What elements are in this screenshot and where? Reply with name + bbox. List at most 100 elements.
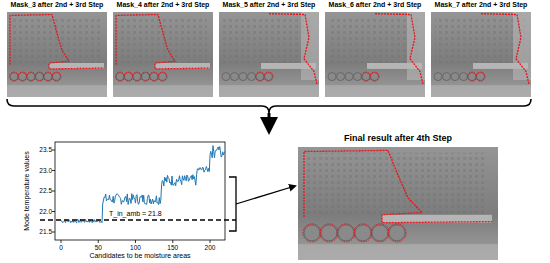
- line-chart: [40, 142, 236, 243]
- pipe-ring: [434, 73, 442, 81]
- thermal-image: [113, 12, 213, 97]
- axis-tick-label: 50: [95, 244, 102, 251]
- panel-texture: [306, 153, 486, 215]
- floor-band: [431, 85, 531, 97]
- y-tick: [52, 232, 55, 233]
- thermal-panel: Mask_7 after 2nd + 3rd Step: [431, 1, 531, 97]
- thermal-images: [7, 12, 531, 260]
- plot-frame: [55, 142, 225, 240]
- axis-tick-label: 23.5: [39, 146, 52, 153]
- pipe-ring: [125, 73, 133, 81]
- pipe-ring: [256, 73, 264, 81]
- thermal-panel: Mask_5 after 2nd + 3rd Step: [219, 1, 319, 97]
- x-tick: [210, 240, 211, 243]
- thermal-panel: Mask_3 after 2nd + 3rd Step: [7, 1, 107, 97]
- thermal-ground: [431, 12, 531, 97]
- pipe-ring: [371, 73, 379, 81]
- floor-band: [219, 85, 319, 97]
- pipe-ring: [362, 73, 370, 81]
- panel-title: Final result after 4th Step: [344, 133, 452, 143]
- y-tick: [52, 191, 55, 192]
- axis-tick-label: 22.0: [39, 208, 52, 215]
- moisture-contour: [10, 72, 19, 81]
- y-tick: [52, 170, 55, 171]
- thermal-ground: [325, 12, 425, 97]
- moisture-contour: [303, 224, 321, 242]
- axis-tick-label: 21.5: [39, 228, 52, 235]
- axis-tick-label: 200: [205, 244, 216, 251]
- panel-title: Mask_3 after 2nd + 3rd Step: [11, 1, 104, 9]
- thermal-image: [298, 147, 498, 260]
- moisture-contour: [52, 72, 61, 81]
- moisture-contour: [124, 72, 133, 81]
- threshold-bracket: [229, 177, 236, 231]
- thermal-ground: [113, 12, 213, 97]
- thermal-image: [219, 12, 319, 97]
- moisture-contour: [468, 72, 477, 81]
- thermal-panel: Final result after 4th Step: [298, 133, 498, 260]
- thermal-panel: Mask_4 after 2nd + 3rd Step: [113, 1, 213, 97]
- pipe-ring: [133, 73, 141, 81]
- axis-tick-label: 0: [59, 244, 63, 251]
- pipe-ring: [150, 73, 158, 81]
- floor-band: [113, 85, 213, 97]
- data-line: [61, 146, 225, 223]
- pipe-ring: [354, 73, 362, 81]
- pipe-ring: [36, 73, 44, 81]
- pipe-ring: [328, 73, 336, 81]
- pipe-ring: [468, 73, 476, 81]
- axis-title: Candidates to be moisture areas: [89, 252, 190, 260]
- x-tick: [98, 240, 99, 243]
- pipe-ring: [116, 73, 124, 81]
- thermal-ground: [219, 12, 319, 97]
- moisture-contour: [116, 15, 210, 69]
- y-tick: [52, 211, 55, 212]
- floor-band: [7, 85, 107, 97]
- panel-texture: [435, 16, 525, 63]
- axis-title: Mode temperature values: [23, 151, 31, 230]
- pipe-ring: [44, 73, 52, 81]
- result-arrow: [236, 186, 295, 204]
- thermal-ground: [7, 12, 107, 97]
- moisture-contour: [35, 72, 44, 81]
- pipe-ring: [389, 225, 405, 241]
- axis-tick-label: 23.0: [39, 167, 52, 174]
- pipe-ring: [222, 73, 230, 81]
- panel-texture: [11, 16, 101, 63]
- thermal-panel: Mask_6 after 2nd + 3rd Step: [325, 1, 425, 97]
- pipe-ring: [265, 73, 273, 81]
- floor-band: [298, 244, 498, 260]
- moisture-contour: [371, 224, 389, 242]
- moisture-contour: [304, 150, 492, 222]
- panel-title: Mask_7 after 2nd + 3rd Step: [435, 1, 528, 9]
- moisture-contour: [375, 14, 423, 85]
- pipe-ring: [19, 73, 27, 81]
- pipe-ring: [27, 73, 35, 81]
- moisture-contour: [481, 14, 529, 85]
- moisture-contour: [370, 72, 379, 81]
- pipe-ring: [10, 73, 18, 81]
- panel-title: Mask_6 after 2nd + 3rd Step: [329, 1, 422, 9]
- x-tick: [172, 240, 173, 243]
- threshold-label: T_in_amb = 21.8: [108, 210, 163, 218]
- moisture-contour: [44, 72, 53, 81]
- moisture-contour: [256, 72, 265, 81]
- panel-title: Mask_5 after 2nd + 3rd Step: [223, 1, 316, 9]
- moisture-contour: [320, 224, 338, 242]
- moisture-contour: [27, 72, 36, 81]
- pipe-ring: [451, 73, 459, 81]
- pipe-ring: [159, 73, 167, 81]
- warm-edge: [301, 12, 319, 80]
- moisture-contour: [116, 72, 125, 81]
- y-tick: [52, 150, 55, 151]
- panel-texture: [117, 16, 207, 63]
- thermal-image: [325, 12, 425, 97]
- pipe-ring: [338, 225, 354, 241]
- axis-tick-label: 22.5: [39, 187, 52, 194]
- x-tick: [61, 240, 62, 243]
- moisture-contour: [388, 224, 406, 242]
- panel-title: Mask_4 after 2nd + 3rd Step: [117, 1, 210, 9]
- panel-texture: [329, 16, 419, 63]
- moisture-contour: [476, 72, 485, 81]
